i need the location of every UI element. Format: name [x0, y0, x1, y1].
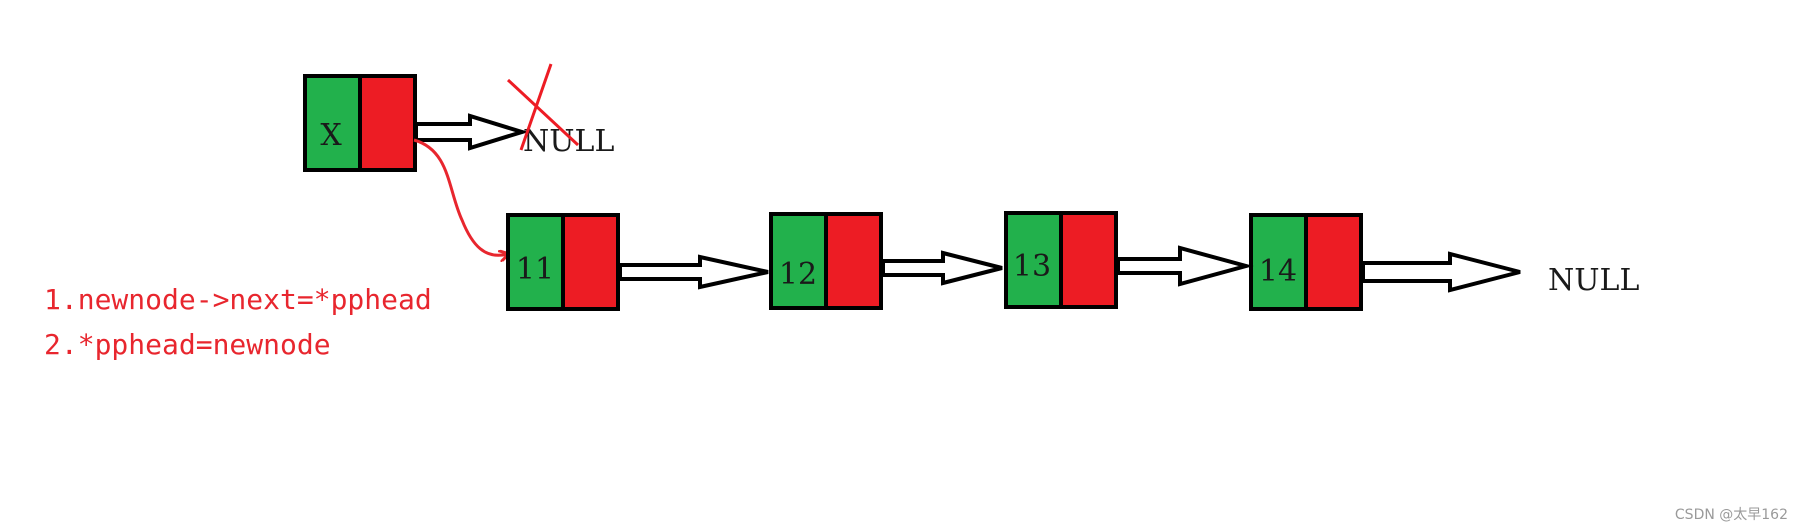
new-node-value: X	[320, 118, 342, 153]
new-link-arrow	[413, 138, 508, 255]
list-node-14: 14	[1249, 213, 1363, 311]
step-2-text: 2.*pphead=newnode	[44, 328, 331, 361]
arrow-12-to-13	[881, 250, 1003, 286]
watermark-text: CSDN @太早162	[1675, 507, 1788, 523]
list-node-11: 11	[506, 213, 620, 311]
arrow-14-to-null	[1361, 251, 1521, 293]
node-data-cell	[769, 212, 828, 310]
node-value: 12	[779, 257, 817, 292]
node-value: 13	[1013, 249, 1051, 284]
node-next-cell	[824, 212, 883, 310]
node-data-cell	[1004, 211, 1063, 309]
new-node-data-cell	[303, 74, 362, 172]
old-null-label: NULL	[523, 124, 614, 159]
arrow-11-to-12	[618, 254, 769, 290]
new-node-x: X	[303, 74, 417, 172]
node-value: 14	[1259, 254, 1297, 289]
old-next-arrow	[414, 113, 529, 151]
cross-out-mark	[506, 63, 580, 151]
node-next-cell	[1304, 213, 1363, 311]
tail-null-label: NULL	[1548, 263, 1639, 298]
new-node-next-cell	[358, 74, 417, 172]
node-next-cell	[1059, 211, 1118, 309]
arrow-13-to-14	[1116, 245, 1254, 287]
list-node-13: 13	[1004, 211, 1118, 309]
step-1-text: 1.newnode->next=*pphead	[44, 283, 432, 316]
list-node-12: 12	[769, 212, 883, 310]
node-next-cell	[561, 213, 620, 311]
node-value: 11	[516, 252, 554, 287]
